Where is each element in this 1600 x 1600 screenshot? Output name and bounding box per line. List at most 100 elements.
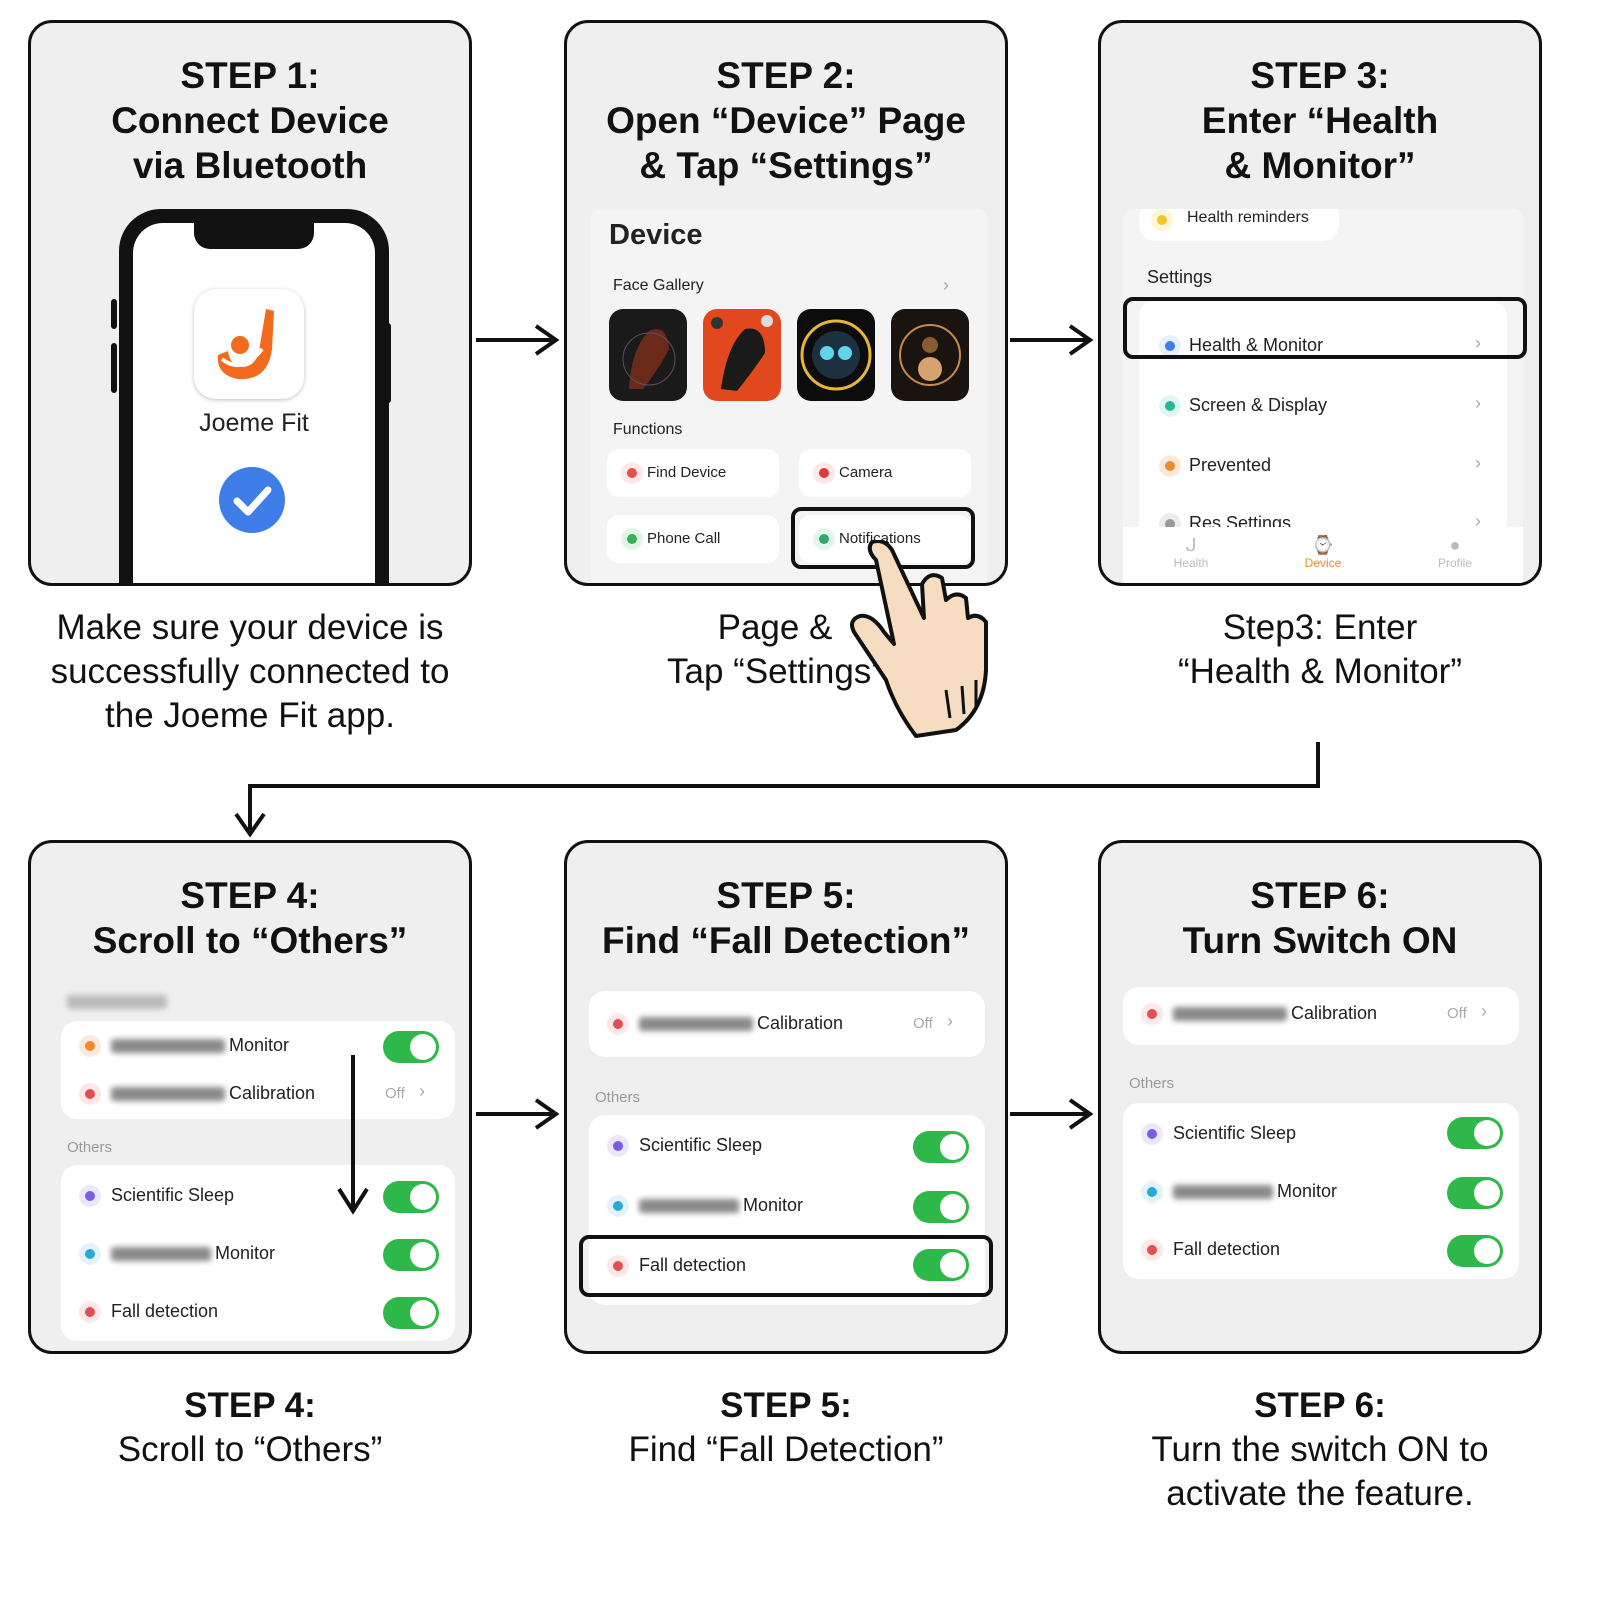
step2-caption: Page & Tap “Settings” <box>610 606 940 694</box>
monitor-label: Monitor <box>743 1195 804 1215</box>
monitor-toggle[interactable] <box>383 1031 439 1063</box>
calibration-off-value: Off <box>913 1015 933 1032</box>
health-reminders-label: Health reminders <box>1187 209 1309 226</box>
step5-caption-text: Find “Fall Detection” <box>628 1429 944 1469</box>
step2-title-line1: STEP 2: <box>716 55 856 96</box>
scientific-sleep-label: Scientific Sleep <box>639 1135 763 1155</box>
scientific-sleep-toggle[interactable] <box>913 1131 969 1163</box>
camera-label: Camera <box>839 464 893 481</box>
chevron-right-icon[interactable]: › <box>947 1011 953 1031</box>
camera-button[interactable]: Camera <box>799 449 971 497</box>
step3-title-line1: STEP 3: <box>1250 55 1390 96</box>
settings-screen: Health reminders Settings Health & Monit… <box>1123 209 1523 583</box>
app-name-label: Joeme Fit <box>199 409 309 437</box>
watch-face-3[interactable] <box>797 309 875 401</box>
others-label: Others <box>67 1139 113 1156</box>
calibration-row-label[interactable]: Calibration <box>639 1013 843 1034</box>
phone-side-button <box>111 343 117 393</box>
scientific-sleep-toggle[interactable] <box>383 1181 439 1213</box>
fall-detection-label: Fall detection <box>1173 1239 1281 1259</box>
watch-face-4[interactable] <box>891 309 969 401</box>
screen-display-label[interactable]: Screen & Display <box>1189 395 1328 415</box>
find-device-label: Find Device <box>647 464 727 481</box>
calibration-row-label[interactable]: Calibration <box>1173 1003 1377 1024</box>
health-monitor-highlight <box>1123 297 1527 359</box>
fall-detection-toggle[interactable] <box>1447 1235 1503 1267</box>
step4-title-line1: STEP 4: <box>180 875 320 916</box>
temperature-monitor-row-label[interactable]: Monitor <box>111 1243 275 1264</box>
joeme-fit-logo-icon[interactable] <box>194 289 304 399</box>
tab-profile[interactable]: ●Profile <box>1415 535 1495 570</box>
step3-caption-line2: “Health & Monitor” <box>1178 651 1462 691</box>
step1-title-line1: STEP 1: <box>180 55 320 96</box>
phone-call-icon <box>621 528 643 550</box>
chevron-right-icon[interactable]: › <box>943 275 949 295</box>
monitor-icon <box>79 1035 101 1057</box>
calibration-icon <box>607 1013 629 1035</box>
tab-health-label: Health <box>1173 556 1209 570</box>
temperature-monitor-toggle[interactable] <box>913 1191 969 1223</box>
fall-detection-icon <box>1141 1239 1163 1261</box>
chevron-right-icon[interactable]: › <box>1475 393 1481 413</box>
chevron-right-icon[interactable]: › <box>419 1081 425 1101</box>
watch-face-2[interactable] <box>703 309 781 401</box>
find-device-button[interactable]: Find Device <box>607 449 779 497</box>
step1-title-line2: Connect Device <box>111 100 389 142</box>
fall-detection-icon <box>79 1301 101 1323</box>
step6-caption: STEP 6: Turn the switch ON to activate t… <box>1070 1384 1570 1515</box>
arrow-right-icon <box>1010 1098 1094 1130</box>
functions-label: Functions <box>613 421 683 438</box>
fall-detection-toggle[interactable] <box>913 1249 969 1281</box>
temperature-icon <box>1141 1181 1163 1203</box>
notifications-icon <box>813 528 835 550</box>
temperature-monitor-row-label[interactable]: Monitor <box>639 1195 803 1216</box>
face-gallery-label[interactable]: Face Gallery <box>613 277 704 294</box>
watch-face-1[interactable] <box>609 309 687 401</box>
fall-detection-toggle[interactable] <box>383 1297 439 1329</box>
monitor-label: Monitor <box>215 1243 276 1263</box>
chevron-right-icon[interactable]: › <box>1475 333 1481 353</box>
tab-profile-label: Profile <box>1437 556 1472 570</box>
calibration-off-value: Off <box>385 1085 405 1102</box>
step1-caption-line3: the Joeme Fit app. <box>105 695 395 735</box>
temperature-icon <box>79 1243 101 1265</box>
temperature-monitor-toggle[interactable] <box>1447 1177 1503 1209</box>
tab-device[interactable]: ⌚Device <box>1283 535 1363 570</box>
chevron-right-icon[interactable]: › <box>1481 1001 1487 1021</box>
scientific-sleep-toggle[interactable] <box>1447 1117 1503 1149</box>
step3-title-line2: Enter “Health <box>1201 100 1439 142</box>
fall-detection-label: Fall detection <box>639 1255 747 1275</box>
prevented-label[interactable]: Prevented <box>1189 455 1272 475</box>
calibration-row-label[interactable]: Calibration <box>111 1083 315 1104</box>
step3-caption: Step3: Enter “Health & Monitor” <box>1100 606 1540 694</box>
temperature-monitor-row-label[interactable]: Monitor <box>1173 1181 1337 1202</box>
monitor-row-label[interactable]: Monitor <box>111 1035 289 1056</box>
health-reminders-row[interactable]: Health reminders <box>1139 209 1339 241</box>
chevron-right-icon[interactable]: › <box>1475 511 1481 531</box>
step2-title: STEP 2: Open “Device” Page & Tap “Settin… <box>567 53 1005 188</box>
temperature-monitor-toggle[interactable] <box>383 1239 439 1271</box>
chevron-right-icon[interactable]: › <box>1475 453 1481 473</box>
step4-title-line2: Scroll to “Others” <box>92 920 408 962</box>
tab-device-label: Device <box>1304 556 1342 570</box>
step5-title: STEP 5: Find “Fall Detection” <box>567 873 1005 963</box>
calibration-icon <box>1141 1003 1163 1025</box>
phone-call-label: Phone Call <box>647 530 721 547</box>
phone-side-button <box>111 299 117 329</box>
step6-panel: STEP 6: Turn Switch ON Calibration Off ›… <box>1098 840 1542 1354</box>
step4-caption: STEP 4: Scroll to “Others” <box>0 1384 500 1472</box>
step1-caption-line2: successfully connected to <box>50 651 450 691</box>
calibration-label: Calibration <box>229 1083 316 1103</box>
fall-detection-label: Fall detection <box>111 1301 219 1321</box>
step3-title: STEP 3: Enter “Health & Monitor” <box>1101 53 1539 188</box>
arrow-right-icon <box>1010 324 1094 356</box>
check-circle-icon <box>219 467 285 533</box>
step5-caption: STEP 5: Find “Fall Detection” <box>536 1384 1036 1472</box>
step6-caption-line2: activate the feature. <box>1166 1473 1474 1513</box>
phone-call-button[interactable]: Phone Call <box>607 515 779 563</box>
health-monitor-label[interactable]: Health & Monitor <box>1189 335 1324 355</box>
phone-notch <box>194 223 314 249</box>
temperature-icon <box>607 1195 629 1217</box>
